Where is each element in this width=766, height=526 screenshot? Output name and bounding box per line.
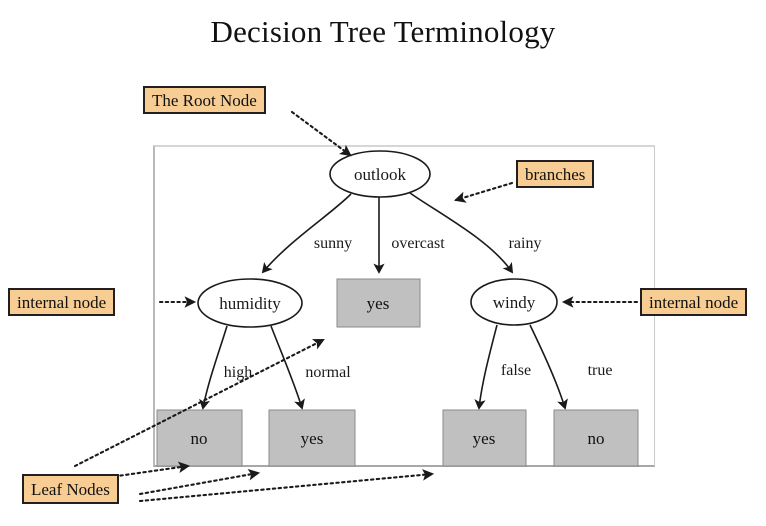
callout-internal-node-left[interactable]: internal node xyxy=(8,288,116,316)
edge-label-overcast: overcast xyxy=(391,235,445,252)
node-windy[interactable] xyxy=(470,278,558,326)
leaf-node-high-no-label: no xyxy=(191,429,208,448)
callout-the-root-node[interactable]: The Root Node xyxy=(143,86,266,114)
node-outlook-label: outlook xyxy=(354,165,406,184)
leaf-node-false-yes[interactable] xyxy=(442,409,527,467)
callout-internal-node-right[interactable]: internal node xyxy=(640,288,748,316)
node-windy-label: windy xyxy=(493,293,536,312)
edge-outlook-windy xyxy=(409,192,514,274)
edge-humidity-yes xyxy=(270,325,305,410)
leaf-node-normal-yes-label: yes xyxy=(301,429,324,448)
callout-arrow-branches xyxy=(453,181,514,203)
callout-arrow-root xyxy=(290,110,352,157)
callout-arrow-leaf-4 xyxy=(138,469,435,503)
edge-label-false: false xyxy=(501,362,531,379)
leaf-node-true-no-label: no xyxy=(588,429,605,448)
edge-label-rainy: rainy xyxy=(509,235,542,252)
edge-label-normal: normal xyxy=(305,364,351,381)
node-humidity[interactable] xyxy=(197,278,303,328)
leaf-node-overcast-yes[interactable] xyxy=(336,278,421,328)
leaf-node-normal-yes[interactable] xyxy=(268,409,356,467)
edge-label-high: high xyxy=(224,364,252,381)
edge-windy-no xyxy=(529,324,568,410)
edge-label-sunny: sunny xyxy=(314,235,352,252)
leaf-node-false-yes-label: yes xyxy=(473,429,496,448)
leaf-node-true-no[interactable] xyxy=(553,409,639,467)
leaf-node-overcast-yes-label: yes xyxy=(367,294,390,313)
callout-branches[interactable]: branches xyxy=(516,160,595,188)
page-title: Decision Tree Terminology xyxy=(210,14,556,49)
edge-windy-yes xyxy=(474,324,498,410)
edge-outlook-humidity xyxy=(261,193,352,274)
leaf-node-high-no[interactable] xyxy=(156,409,243,467)
callout-arrow-leaf-1 xyxy=(73,338,325,468)
node-humidity-label: humidity xyxy=(219,294,281,313)
node-outlook[interactable] xyxy=(329,150,431,198)
callout-leaf-nodes[interactable]: Leaf Nodes xyxy=(22,474,119,504)
callout-arrow-leaf-3 xyxy=(138,468,261,496)
edge-label-true: true xyxy=(588,362,613,379)
